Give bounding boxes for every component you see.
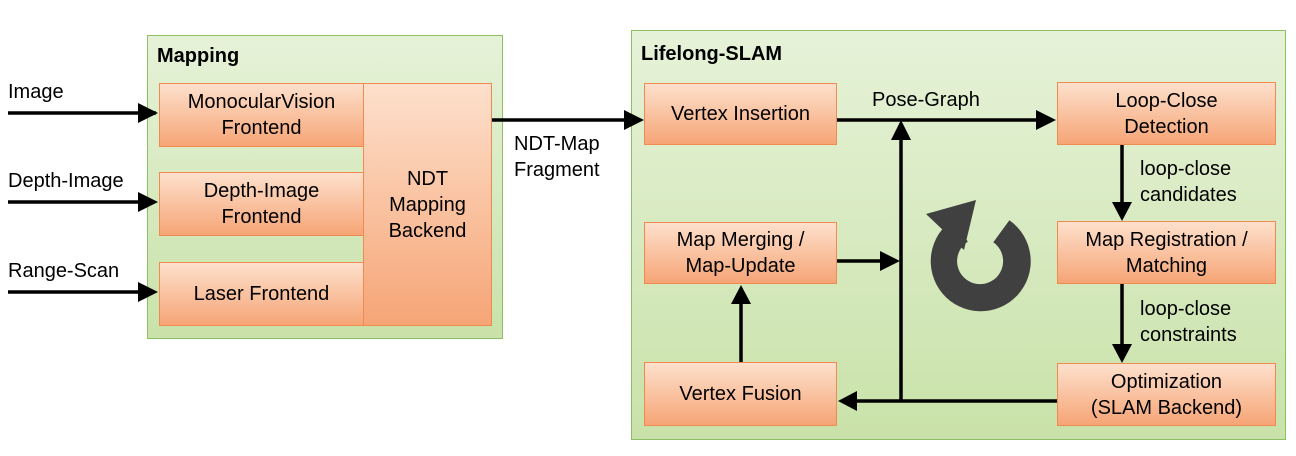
- laser-frontend-box: Laser Frontend: [159, 262, 364, 326]
- range-scan-input-label: Range-Scan: [8, 260, 120, 282]
- loop-close-detection-box: Loop-Close Detection: [1057, 82, 1276, 145]
- vertex-fusion-arrowhead: [838, 391, 857, 411]
- depth-image-input-label: Depth-Image: [8, 170, 124, 192]
- map-merging-box: Map Merging / Map-Update: [644, 222, 837, 284]
- pose-graph-label: Pose-Graph: [872, 89, 980, 111]
- vertex-insertion-box: Vertex Insertion: [644, 83, 837, 145]
- loop-close-candidates-label: loop-close candidates: [1140, 158, 1237, 206]
- loop-close-constraints-label: loop-close constraints: [1140, 298, 1237, 346]
- pose-graph-arrowhead: [1036, 110, 1056, 130]
- depth-image-arrowhead: [138, 192, 158, 212]
- ndt-backend-box: NDT Mapping Backend: [363, 83, 492, 326]
- ndt-fragment-label: NDT-Map Fragment: [514, 133, 600, 181]
- image-input-label: Image: [8, 81, 64, 103]
- feedback-up-arrowhead: [891, 120, 911, 140]
- image-arrowhead: [138, 103, 158, 123]
- lifelong-slam-title: Lifelong-SLAM: [641, 43, 783, 65]
- map-merging-arrowhead: [880, 251, 900, 271]
- constraints-arrowhead: [1112, 344, 1132, 363]
- mapping-title: Mapping: [157, 45, 240, 67]
- fusion-to-merging-arrowhead: [731, 285, 751, 304]
- mono-frontend-box: MonocularVision Frontend: [159, 83, 364, 147]
- range-scan-arrowhead: [138, 282, 158, 302]
- optimization-box: Optimization (SLAM Backend): [1057, 363, 1276, 426]
- map-registration-box: Map Registration / Matching: [1057, 221, 1276, 284]
- circular-arrow-icon: [926, 200, 1031, 312]
- ndt-fragment-arrowhead: [624, 110, 644, 130]
- vertex-fusion-box: Vertex Fusion: [644, 362, 837, 426]
- candidates-arrowhead: [1112, 202, 1132, 221]
- depth-frontend-box: Depth-Image Frontend: [159, 172, 364, 236]
